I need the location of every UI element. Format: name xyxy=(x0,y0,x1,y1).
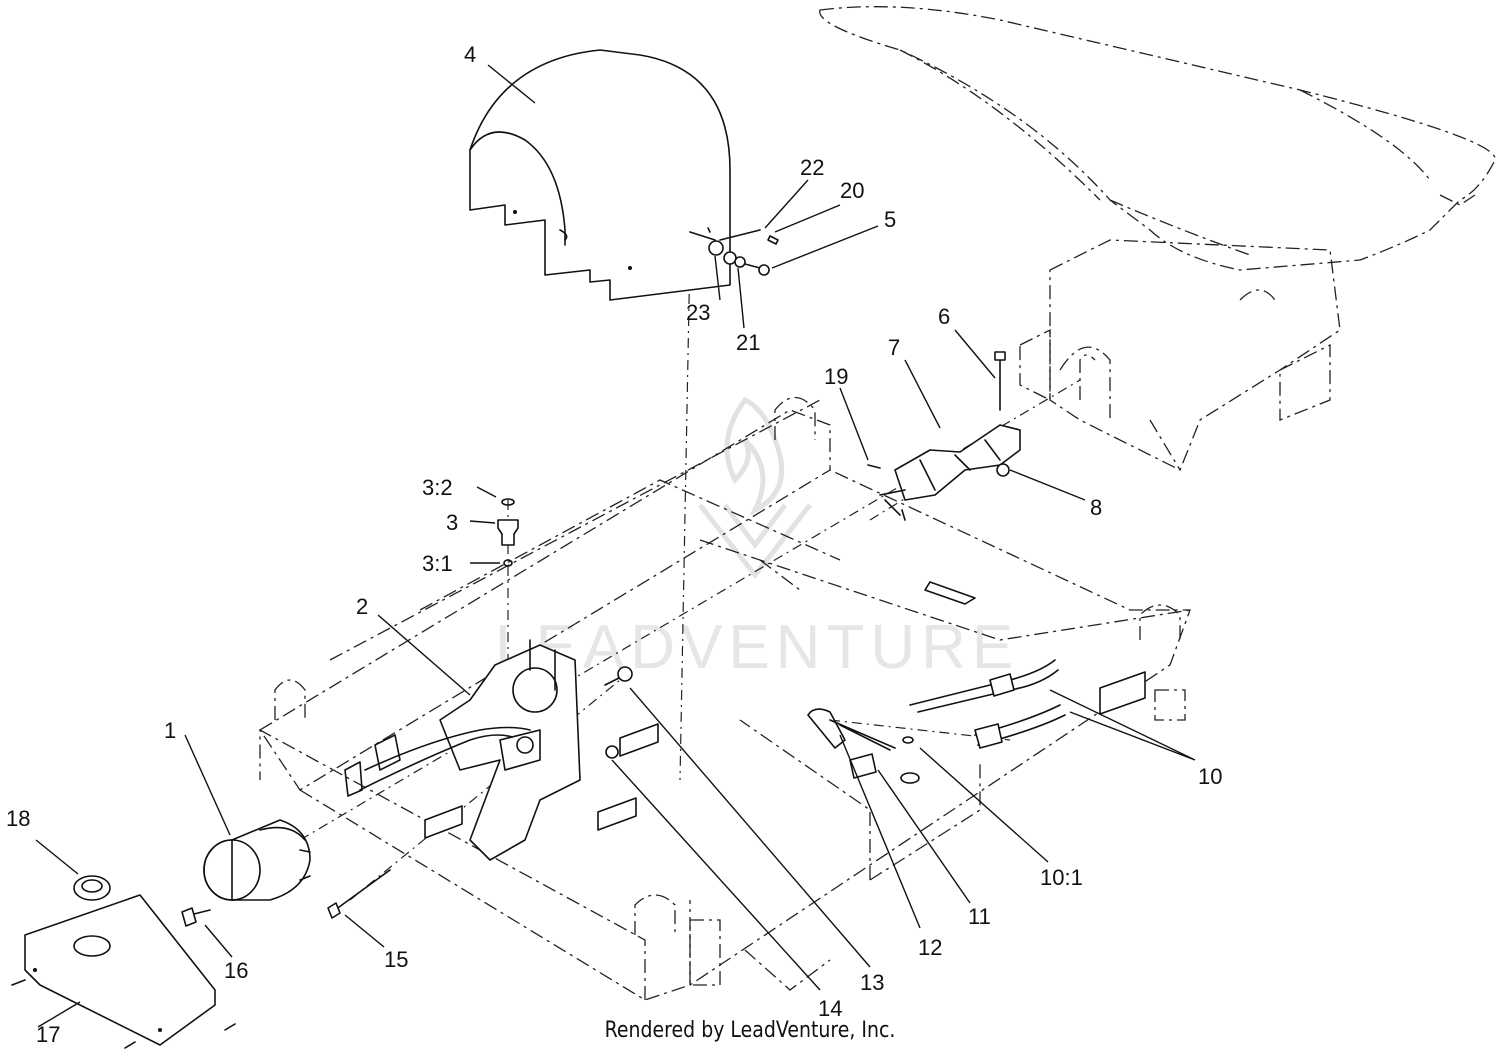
drive-coupler xyxy=(867,351,1021,521)
callout-12: 12 xyxy=(918,935,942,960)
callout-19: 19 xyxy=(824,364,848,389)
callout-10-1: 10:1 xyxy=(1040,865,1083,890)
seat-base xyxy=(1019,239,1341,471)
cover-plate xyxy=(11,894,236,1049)
mount-hook-front-right xyxy=(634,894,721,986)
shield-cover xyxy=(469,49,731,301)
warning-decals xyxy=(424,581,1146,839)
callout-3-2: 3:2 xyxy=(422,475,453,500)
mount-hook-rear-left xyxy=(774,396,816,440)
mount-hook-rear-right xyxy=(1139,604,1186,721)
callout-13: 13 xyxy=(860,970,884,995)
callout-8: 8 xyxy=(1090,495,1102,520)
callout-10: 10 xyxy=(1198,764,1222,789)
callout-16: 16 xyxy=(224,958,248,983)
leader-lines xyxy=(35,64,1196,1028)
hoses-and-couplers xyxy=(807,659,1066,784)
callout-6: 6 xyxy=(938,304,950,329)
centerlines xyxy=(299,249,1081,901)
render-credit: Rendered by LeadVenture, Inc. xyxy=(604,1018,896,1043)
callout-20: 20 xyxy=(840,178,864,203)
mount-hook-front-left xyxy=(274,679,306,720)
callout-22: 22 xyxy=(800,155,824,180)
watermark-text: LEADVENTURE xyxy=(495,613,1019,682)
callout-3: 3 xyxy=(446,510,458,535)
callout-labels: 1 2 3:2 3 3:1 4 5 6 7 8 10 10:1 11 12 13… xyxy=(6,42,1222,1047)
callout-4: 4 xyxy=(464,42,476,67)
callout-11: 11 xyxy=(968,904,991,929)
callout-15: 15 xyxy=(384,947,408,972)
callout-3-1: 3:1 xyxy=(422,551,453,576)
callout-1: 1 xyxy=(164,718,176,743)
callout-7: 7 xyxy=(888,335,900,360)
small-hardware xyxy=(604,666,633,759)
callout-2: 2 xyxy=(356,594,368,619)
shield-hardware xyxy=(689,227,779,276)
deck-frame xyxy=(259,399,1191,1001)
bolt xyxy=(181,907,211,927)
valve-bracket xyxy=(344,639,581,861)
long-bolt xyxy=(327,869,391,919)
callout-18: 18 xyxy=(6,806,30,831)
hydraulic-motor xyxy=(203,819,311,901)
callout-21: 21 xyxy=(736,330,760,355)
hydraulic-fitting xyxy=(497,498,519,567)
seat xyxy=(819,6,1496,271)
callout-5: 5 xyxy=(884,207,896,232)
callout-14: 14 xyxy=(818,996,842,1021)
callout-17: 17 xyxy=(36,1022,60,1047)
callout-23: 23 xyxy=(686,300,710,325)
grommet xyxy=(73,875,111,901)
